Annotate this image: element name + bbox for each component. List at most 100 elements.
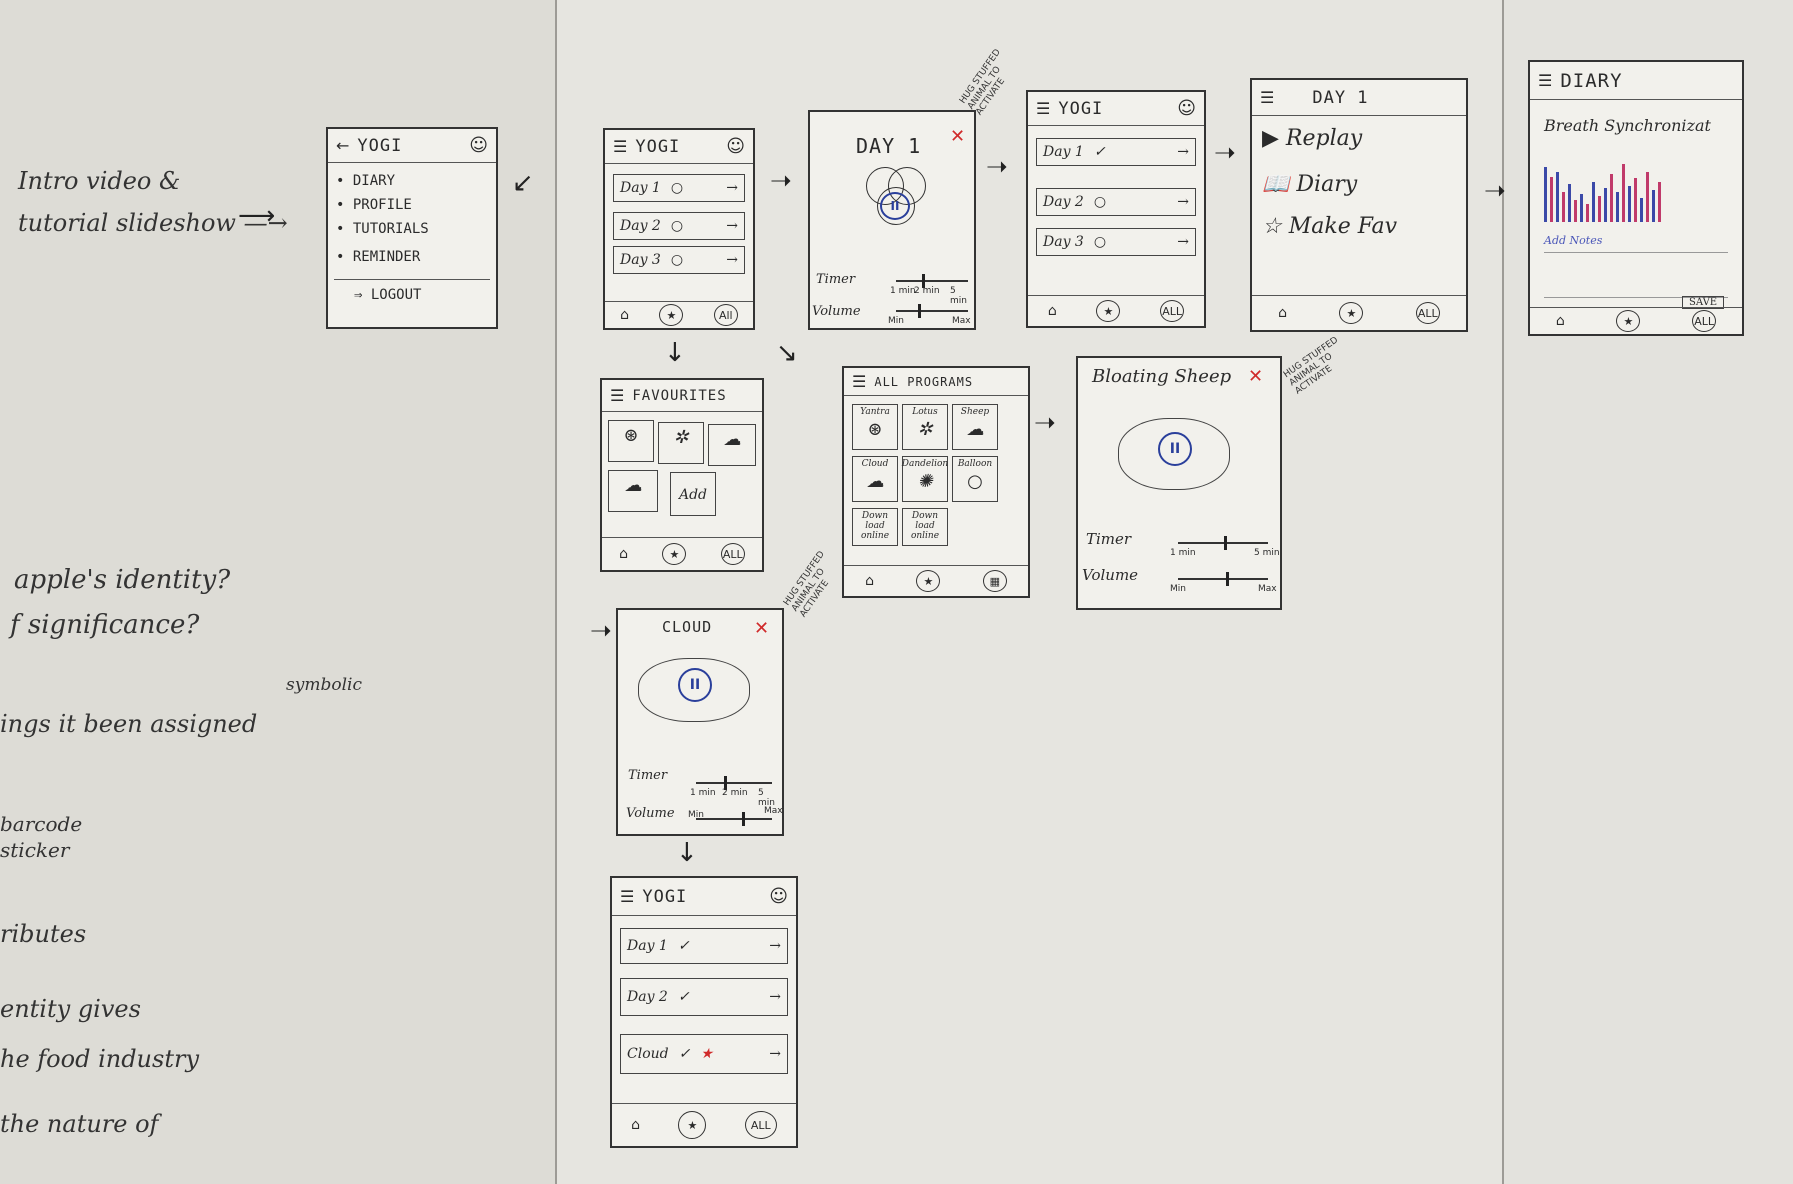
note-symbolic: symbolic bbox=[286, 675, 362, 695]
home-tab-icon[interactable]: ⌂ bbox=[620, 307, 630, 323]
hamburger-icon[interactable]: ☰ bbox=[613, 136, 628, 156]
sheep-title: Bloating Sheep bbox=[1092, 366, 1232, 387]
all-tab[interactable]: ALL bbox=[720, 543, 745, 565]
avatar-icon[interactable]: ☺ bbox=[726, 136, 745, 157]
favourites-tab-icon[interactable]: ★ bbox=[916, 570, 941, 592]
volume-slider[interactable] bbox=[696, 812, 772, 826]
pause-button[interactable]: II bbox=[880, 192, 910, 220]
home-tab-icon[interactable]: ⌂ bbox=[1047, 303, 1057, 319]
fav-tile-lotus[interactable]: ✲ bbox=[658, 422, 704, 464]
save-button[interactable]: SAVE bbox=[1682, 296, 1725, 309]
close-icon[interactable]: ✕ bbox=[950, 126, 966, 147]
all-tab[interactable]: All bbox=[713, 304, 738, 326]
day-row[interactable]: Day 1○→ bbox=[613, 174, 745, 202]
menu-item-tutorials[interactable]: • TUTORIALS bbox=[336, 221, 429, 237]
volume-min-label: Min bbox=[888, 316, 904, 326]
hamburger-icon[interactable]: ☰ bbox=[620, 886, 635, 906]
wall-seam-right bbox=[1502, 0, 1504, 1184]
arrow-right-icon: → bbox=[726, 180, 738, 196]
volume-max-label: Max bbox=[1258, 584, 1277, 594]
back-arrow-icon[interactable]: ← bbox=[336, 136, 350, 155]
note-attributes: ributes bbox=[0, 920, 87, 948]
day-row[interactable]: Day 2○→ bbox=[613, 212, 745, 240]
avatar-icon[interactable]: ☺ bbox=[469, 135, 488, 156]
home-tab-icon[interactable]: ⌂ bbox=[865, 573, 875, 589]
arrow-right-icon: → bbox=[769, 1046, 781, 1062]
day-row[interactable]: Day 3○→ bbox=[1036, 228, 1196, 256]
day-row[interactable]: Day 3○→ bbox=[613, 246, 745, 274]
favourites-tab-icon[interactable]: ★ bbox=[1096, 300, 1121, 322]
note-significance: f significance? bbox=[10, 610, 200, 640]
day-row[interactable]: Day 2✓→ bbox=[620, 978, 788, 1016]
pause-button[interactable]: II bbox=[678, 668, 712, 702]
program-tile[interactable]: Yantra⊛ bbox=[852, 404, 898, 450]
pause-button[interactable]: II bbox=[1158, 432, 1192, 466]
logout-button[interactable]: ⇒ LOGOUT bbox=[354, 287, 422, 303]
timer-label: Timer bbox=[1086, 530, 1132, 548]
make-fav-button[interactable]: ☆ Make Fav bbox=[1262, 214, 1398, 239]
timer-slider[interactable] bbox=[696, 776, 772, 790]
hamburger-icon[interactable]: ☰ bbox=[852, 371, 867, 391]
diary-header: ☰ DIARY bbox=[1530, 62, 1742, 100]
program-tile[interactable]: Dandelion✺ bbox=[902, 456, 948, 502]
all-programs-tab-icon[interactable]: ▦ bbox=[982, 570, 1007, 592]
all-tab[interactable]: ALL bbox=[1415, 302, 1440, 324]
program-tile[interactable]: Cloud☁ bbox=[852, 456, 898, 502]
all-tab[interactable]: ALL bbox=[1692, 310, 1717, 332]
logout-icon: ⇒ bbox=[354, 287, 363, 303]
avatar-icon[interactable]: ☺ bbox=[1177, 98, 1196, 119]
program-tile[interactable]: Lotus✲ bbox=[902, 404, 948, 450]
hamburger-icon[interactable]: ☰ bbox=[1036, 98, 1051, 118]
favourites-tab-icon[interactable]: ★ bbox=[662, 543, 687, 565]
menu-item-reminder[interactable]: • REMINDER bbox=[336, 249, 421, 265]
add-favourite-button[interactable]: Add bbox=[670, 472, 716, 516]
hamburger-icon[interactable]: ☰ bbox=[1538, 70, 1553, 90]
program-tile[interactable]: Balloon○ bbox=[952, 456, 998, 502]
program-row[interactable]: Cloud✓★→ bbox=[620, 1034, 788, 1074]
sheep-illustration bbox=[1118, 418, 1230, 490]
arrow-right-icon: → bbox=[1177, 194, 1189, 210]
menu-item-profile[interactable]: • PROFILE bbox=[336, 197, 412, 213]
fav-tile-yantra[interactable]: ⊛ bbox=[608, 420, 654, 462]
day-row[interactable]: Day 2○→ bbox=[1036, 188, 1196, 216]
all-tab[interactable]: ALL bbox=[1160, 300, 1185, 322]
day-row[interactable]: Day 1✓→ bbox=[1036, 138, 1196, 166]
volume-max-label: Max bbox=[764, 806, 783, 816]
home-tab-icon[interactable]: ⌂ bbox=[1555, 313, 1565, 329]
home-tab-icon[interactable]: ⌂ bbox=[1278, 305, 1288, 321]
menu-screen: ← YOGI ☺ • DIARY • PROFILE • TUTORIALS •… bbox=[326, 127, 498, 329]
favourites-tab-icon[interactable]: ★ bbox=[1616, 310, 1641, 332]
timer-slider[interactable] bbox=[1178, 536, 1268, 550]
lotus-icon: ✲ bbox=[673, 427, 689, 448]
add-notes-link[interactable]: Add Notes bbox=[1544, 234, 1603, 247]
menu-header: ← YOGI ☺ bbox=[328, 129, 496, 163]
favourites-tab-icon[interactable]: ★ bbox=[1339, 302, 1364, 324]
home-tab-icon[interactable]: ⌂ bbox=[619, 546, 629, 562]
favourites-tab-icon[interactable]: ★ bbox=[659, 304, 684, 326]
volume-slider[interactable] bbox=[896, 304, 968, 318]
replay-button[interactable]: ▶ Replay bbox=[1262, 126, 1363, 151]
menu-item-diary[interactable]: • DIARY bbox=[336, 173, 396, 189]
favourites-tab-icon[interactable]: ★ bbox=[678, 1111, 707, 1139]
timer-slider[interactable] bbox=[896, 274, 968, 288]
download-online-tile[interactable]: Down load online bbox=[852, 508, 898, 546]
close-icon[interactable]: ✕ bbox=[1248, 366, 1264, 387]
fav-tile-sheep[interactable]: ☁ bbox=[708, 424, 756, 466]
fav-tile-cloud[interactable]: ☁ bbox=[608, 470, 658, 512]
note-entity: entity gives bbox=[0, 995, 141, 1023]
hamburger-icon[interactable]: ☰ bbox=[610, 385, 625, 405]
play-icon: ▶ bbox=[1262, 126, 1279, 151]
program-tile[interactable]: Sheep☁ bbox=[952, 404, 998, 450]
home-tab-icon[interactable]: ⌂ bbox=[631, 1117, 641, 1133]
download-online-tile[interactable]: Down load online bbox=[902, 508, 948, 546]
avatar-icon[interactable]: ☺ bbox=[769, 886, 788, 907]
day-row[interactable]: Day 1✓→ bbox=[620, 928, 788, 964]
volume-slider[interactable] bbox=[1178, 572, 1268, 586]
status-circle-icon: ○ bbox=[1093, 194, 1107, 210]
diary-button[interactable]: 📖 Diary bbox=[1262, 172, 1358, 197]
note-barcode: barcode bbox=[0, 812, 83, 836]
hamburger-icon[interactable]: ☰ bbox=[1260, 87, 1275, 107]
all-tab[interactable]: ALL bbox=[744, 1111, 777, 1139]
cloud-icon: ☁ bbox=[624, 475, 642, 496]
close-icon[interactable]: ✕ bbox=[754, 618, 770, 639]
